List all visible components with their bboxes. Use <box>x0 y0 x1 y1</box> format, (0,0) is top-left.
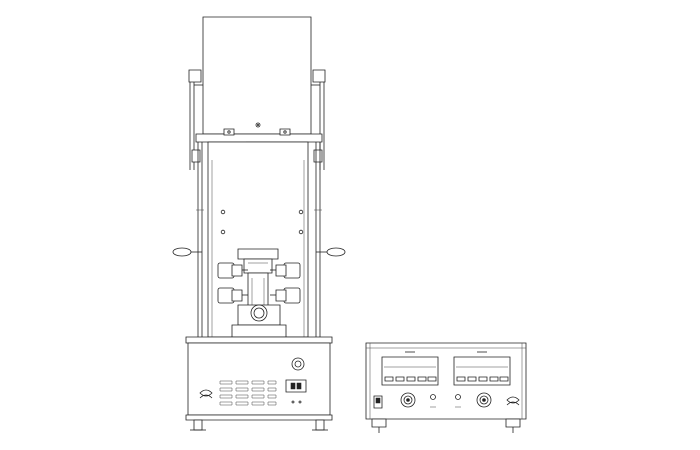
fixture-ring <box>251 305 267 321</box>
right-foot <box>316 420 324 430</box>
left-foot <box>194 420 202 430</box>
crosshead-bar <box>196 134 322 142</box>
cover-screw <box>256 123 260 127</box>
controller-unit <box>366 343 526 433</box>
test-stand <box>173 17 345 430</box>
vent-slots <box>220 381 276 405</box>
top-guard-cover <box>203 17 311 134</box>
controller-logo-mark <box>507 397 519 405</box>
right-handle <box>316 248 345 256</box>
brand-logo-mark <box>200 390 212 398</box>
left-handle <box>173 248 202 256</box>
grip-assembly <box>218 249 300 337</box>
controller-right-foot <box>506 419 520 427</box>
right-side-bracket <box>311 70 325 170</box>
stand-base-unit <box>186 337 332 430</box>
frame-columns <box>196 142 322 337</box>
left-side-bracket <box>189 70 203 170</box>
connector-ports <box>401 393 491 407</box>
control-knob <box>292 358 304 370</box>
controller-left-foot <box>372 419 386 427</box>
power-switch-block <box>286 380 306 392</box>
